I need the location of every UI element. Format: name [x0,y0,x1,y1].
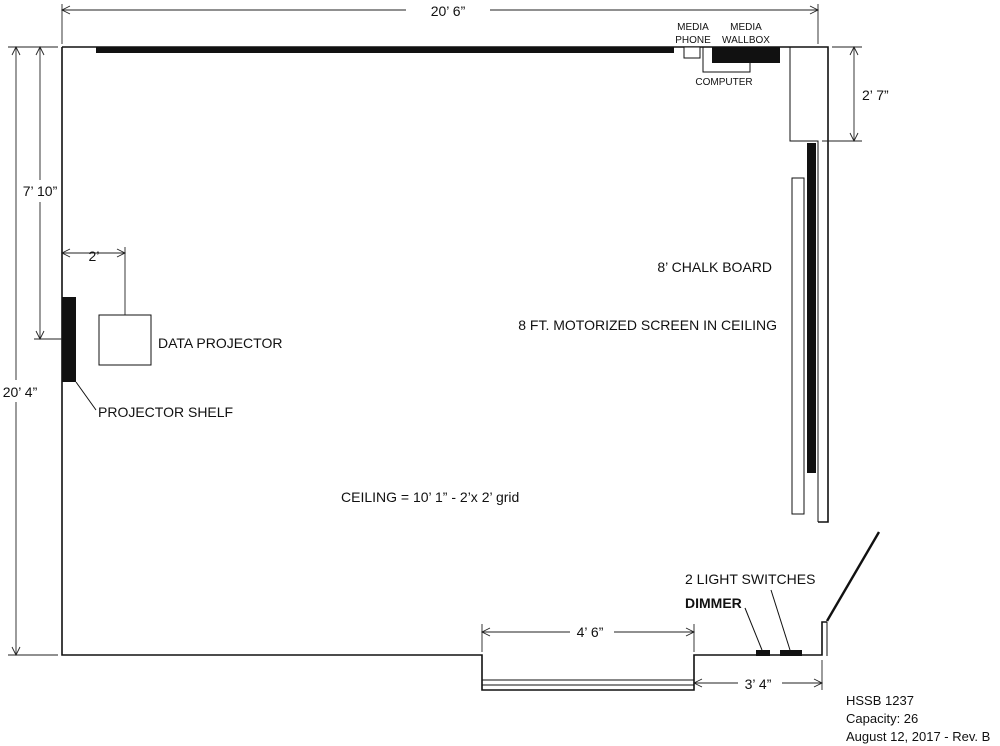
motorized-screen-label: 8 FT. MOTORIZED SCREEN IN CEILING [518,317,777,333]
top-wall-board [96,47,674,53]
projector-shelf-label: PROJECTOR SHELF [98,404,233,420]
chalk-board-rect [791,177,805,515]
dimmer-switch [756,650,770,656]
dim-door-width-label: 4’ 6” [577,624,604,640]
media-wallbox-label-1: MEDIA [730,22,762,33]
dimmer-label: DIMMER [685,595,742,611]
dimmer-leader [744,607,763,651]
dim-right-upper [822,45,862,143]
dim-left-height-label: 20’ 4” [3,384,38,400]
switches-leader [770,589,791,651]
media-phone-box [683,46,701,59]
room-number: HSSB 1237 [846,693,914,708]
dim-shelf-offset-label: 2’ [89,248,100,264]
computer-label: COMPUTER [695,77,752,88]
data-projector-rect [98,314,152,366]
room-capacity: Capacity: 26 [846,711,918,726]
media-wallbox-box [712,47,780,63]
computer-outline [702,47,751,73]
dim-left-height [8,45,58,657]
chalk-board-label: 8’ CHALK BOARD [657,259,772,275]
dim-right-upper-label: 2’ 7” [862,87,889,103]
data-projector-label: DATA PROJECTOR [158,335,282,351]
media-phone-label-2: PHONE [675,35,711,46]
dim-shelf-offset [60,247,127,315]
ceiling-label: CEILING = 10’ 1” - 2’x 2’ grid [341,489,519,505]
dim-door-corner-label: 3’ 4” [745,676,772,692]
motorized-screen-rect [807,143,816,473]
room-walls [61,46,829,691]
dim-upper-left-label: 7’ 10” [23,183,58,199]
side-door [825,531,881,656]
dim-top-width-label: 20’ 6” [431,3,466,19]
projector-shelf-leader [75,381,97,411]
projector-shelf-rect [62,297,76,382]
media-phone-label-1: MEDIA [677,22,709,33]
light-switches-label: 2 LIGHT SWITCHES [685,571,815,587]
light-switch [780,650,802,656]
media-wallbox-label-2: WALLBOX [722,35,770,46]
revision-date: August 12, 2017 - Rev. B [846,729,990,744]
